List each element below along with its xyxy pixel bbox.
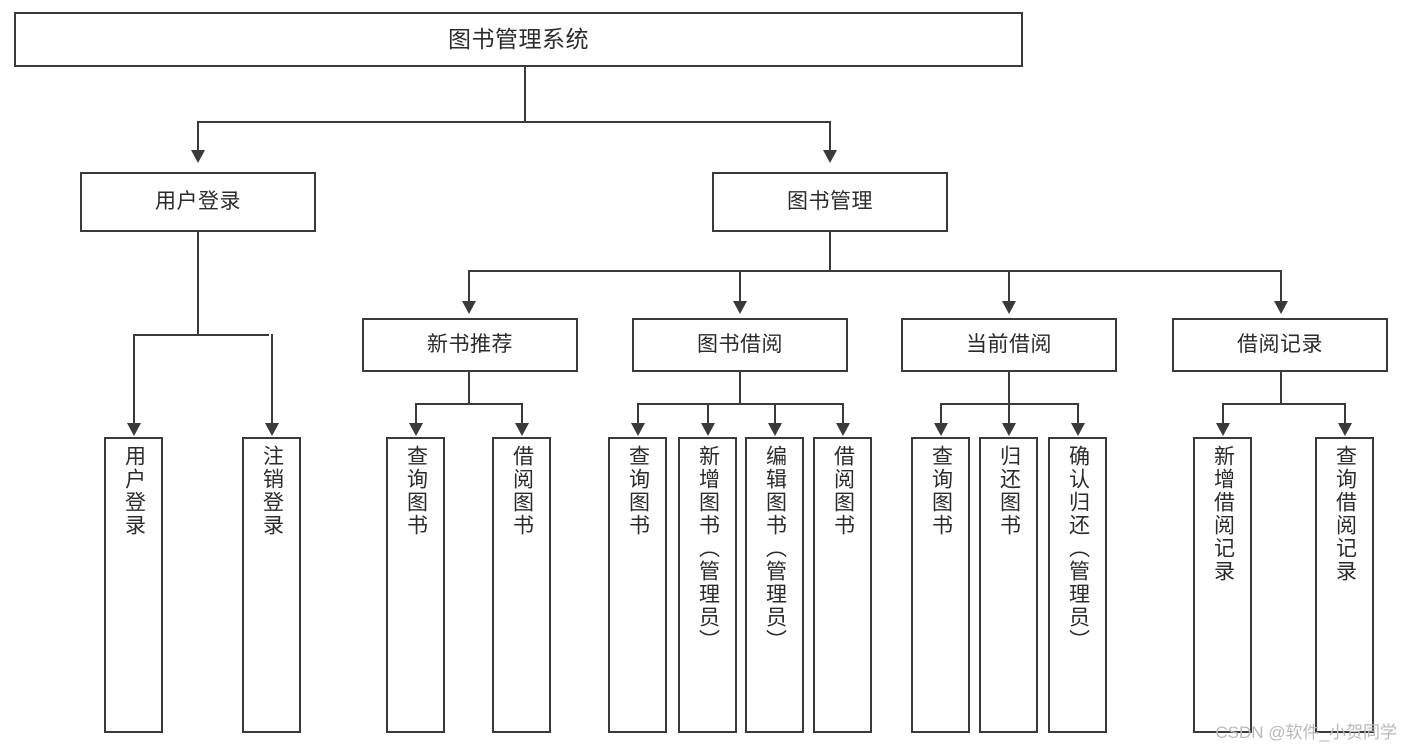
leaf-user-login-login[interactable]: 用户登录 (104, 437, 163, 733)
arrow-br-to-leaf-2 (1338, 423, 1352, 436)
node-label: 图书管理系统 (448, 26, 589, 53)
arrow-root-to-book-management (823, 150, 837, 163)
arrow-bm-to-book-borrow (733, 301, 747, 314)
arrow-cb-to-leaf-1 (934, 423, 948, 436)
node-label: 查询图书 (404, 445, 428, 537)
node-label: 查询图书 (929, 445, 953, 537)
connector-new-book-stem (468, 372, 470, 403)
connector-bm-to-current-borrow (1008, 270, 1010, 302)
leaf-new-book-query-book[interactable]: 查询图书 (386, 437, 445, 733)
arrow-bb-to-leaf-3 (768, 423, 782, 436)
connector-book-management-bus (468, 270, 1280, 272)
node-label: 归还图书 (997, 445, 1021, 537)
node-label: 图书管理 (787, 190, 873, 214)
node-root-book-management-system[interactable]: 图书管理系统 (14, 12, 1023, 67)
arrow-bm-to-borrow-record (1274, 301, 1288, 314)
node-label: 编辑图书（管理员） (763, 445, 787, 652)
connector-br-to-leaf-1 (1222, 403, 1224, 424)
connector-bb-to-leaf-1 (637, 403, 639, 424)
connector-book-borrow-bus (637, 403, 843, 405)
node-label: 新书推荐 (427, 333, 513, 357)
connector-br-to-leaf-2 (1344, 403, 1346, 424)
connector-book-borrow-stem (739, 372, 741, 403)
node-book-borrow[interactable]: 图书借阅 (632, 318, 848, 372)
connector-root-stem (524, 67, 526, 121)
arrow-cb-to-leaf-2 (1002, 423, 1016, 436)
node-label: 借阅图书 (510, 445, 534, 537)
connector-root-to-book-management (829, 121, 831, 151)
leaf-current-borrow-return-book[interactable]: 归还图书 (979, 437, 1038, 733)
connector-current-borrow-stem (1008, 372, 1010, 403)
node-user-login[interactable]: 用户登录 (80, 172, 316, 232)
node-label: 用户登录 (122, 445, 146, 537)
node-label: 新增借阅记录 (1211, 445, 1235, 583)
arrow-nb-to-leaf-1 (409, 423, 423, 436)
node-label: 新增图书（管理员） (696, 445, 720, 652)
arrow-bb-to-leaf-4 (836, 423, 850, 436)
connector-bb-to-leaf-3 (774, 403, 776, 424)
node-borrow-record[interactable]: 借阅记录 (1172, 318, 1388, 372)
arrow-bb-to-leaf-1 (631, 423, 645, 436)
node-label: 借阅记录 (1237, 333, 1323, 357)
leaf-book-borrow-add-book[interactable]: 新增图书（管理员） (678, 437, 737, 733)
connector-cb-to-leaf-3 (1077, 403, 1079, 424)
leaf-current-borrow-query-book[interactable]: 查询图书 (911, 437, 970, 733)
leaf-borrow-record-add-record[interactable]: 新增借阅记录 (1193, 437, 1252, 733)
node-label: 注销登录 (260, 445, 284, 537)
node-label: 查询借阅记录 (1333, 445, 1357, 583)
leaf-book-borrow-edit-book[interactable]: 编辑图书（管理员） (745, 437, 804, 733)
arrow-user-login-to-leaf-2 (265, 423, 279, 436)
arrow-cb-to-leaf-3 (1071, 423, 1085, 436)
leaf-new-book-borrow-book[interactable]: 借阅图书 (492, 437, 551, 733)
connector-bm-to-new-book (468, 270, 470, 302)
connector-cb-to-leaf-1 (940, 403, 942, 424)
leaf-book-borrow-borrow-book[interactable]: 借阅图书 (813, 437, 872, 733)
node-label: 当前借阅 (966, 333, 1052, 357)
connector-user-login-bus (133, 334, 269, 336)
connector-root-bus (197, 121, 829, 123)
arrow-nb-to-leaf-2 (515, 423, 529, 436)
node-label: 查询图书 (626, 445, 650, 537)
node-book-management[interactable]: 图书管理 (712, 172, 948, 232)
arrow-bb-to-leaf-2 (701, 423, 715, 436)
connector-nb-to-leaf-1 (415, 403, 417, 424)
connector-user-login-to-leaf-1 (133, 334, 135, 424)
connector-borrow-record-bus (1222, 403, 1344, 405)
node-label: 图书借阅 (697, 333, 783, 357)
arrow-user-login-to-leaf-1 (127, 423, 141, 436)
connector-bm-to-borrow-record (1280, 270, 1282, 302)
connector-book-management-stem (829, 232, 831, 270)
node-current-borrow[interactable]: 当前借阅 (901, 318, 1117, 372)
node-new-book-recommend[interactable]: 新书推荐 (362, 318, 578, 372)
connector-bb-to-leaf-4 (842, 403, 844, 424)
node-label: 借阅图书 (831, 445, 855, 537)
node-label: 用户登录 (155, 190, 241, 214)
leaf-current-borrow-confirm-return[interactable]: 确认归还（管理员） (1048, 437, 1107, 733)
leaf-user-login-logout[interactable]: 注销登录 (242, 437, 301, 733)
connector-bb-to-leaf-2 (707, 403, 709, 424)
connector-cb-to-leaf-2 (1008, 403, 1010, 424)
leaf-book-borrow-query-book[interactable]: 查询图书 (608, 437, 667, 733)
connector-root-to-user-login (197, 121, 199, 151)
node-label: 确认归还（管理员） (1066, 445, 1090, 652)
leaf-borrow-record-query-record[interactable]: 查询借阅记录 (1315, 437, 1374, 733)
connector-borrow-record-stem (1280, 372, 1282, 403)
arrow-root-to-user-login (191, 150, 205, 163)
connector-user-login-stem (197, 232, 199, 334)
arrow-br-to-leaf-1 (1216, 423, 1230, 436)
connector-nb-to-leaf-2 (521, 403, 523, 424)
arrow-bm-to-new-book (462, 301, 476, 314)
connector-bm-to-book-borrow (739, 270, 741, 302)
arrow-bm-to-current-borrow (1002, 301, 1016, 314)
connector-new-book-bus (415, 403, 523, 405)
connector-user-login-to-leaf-2 (271, 334, 273, 424)
